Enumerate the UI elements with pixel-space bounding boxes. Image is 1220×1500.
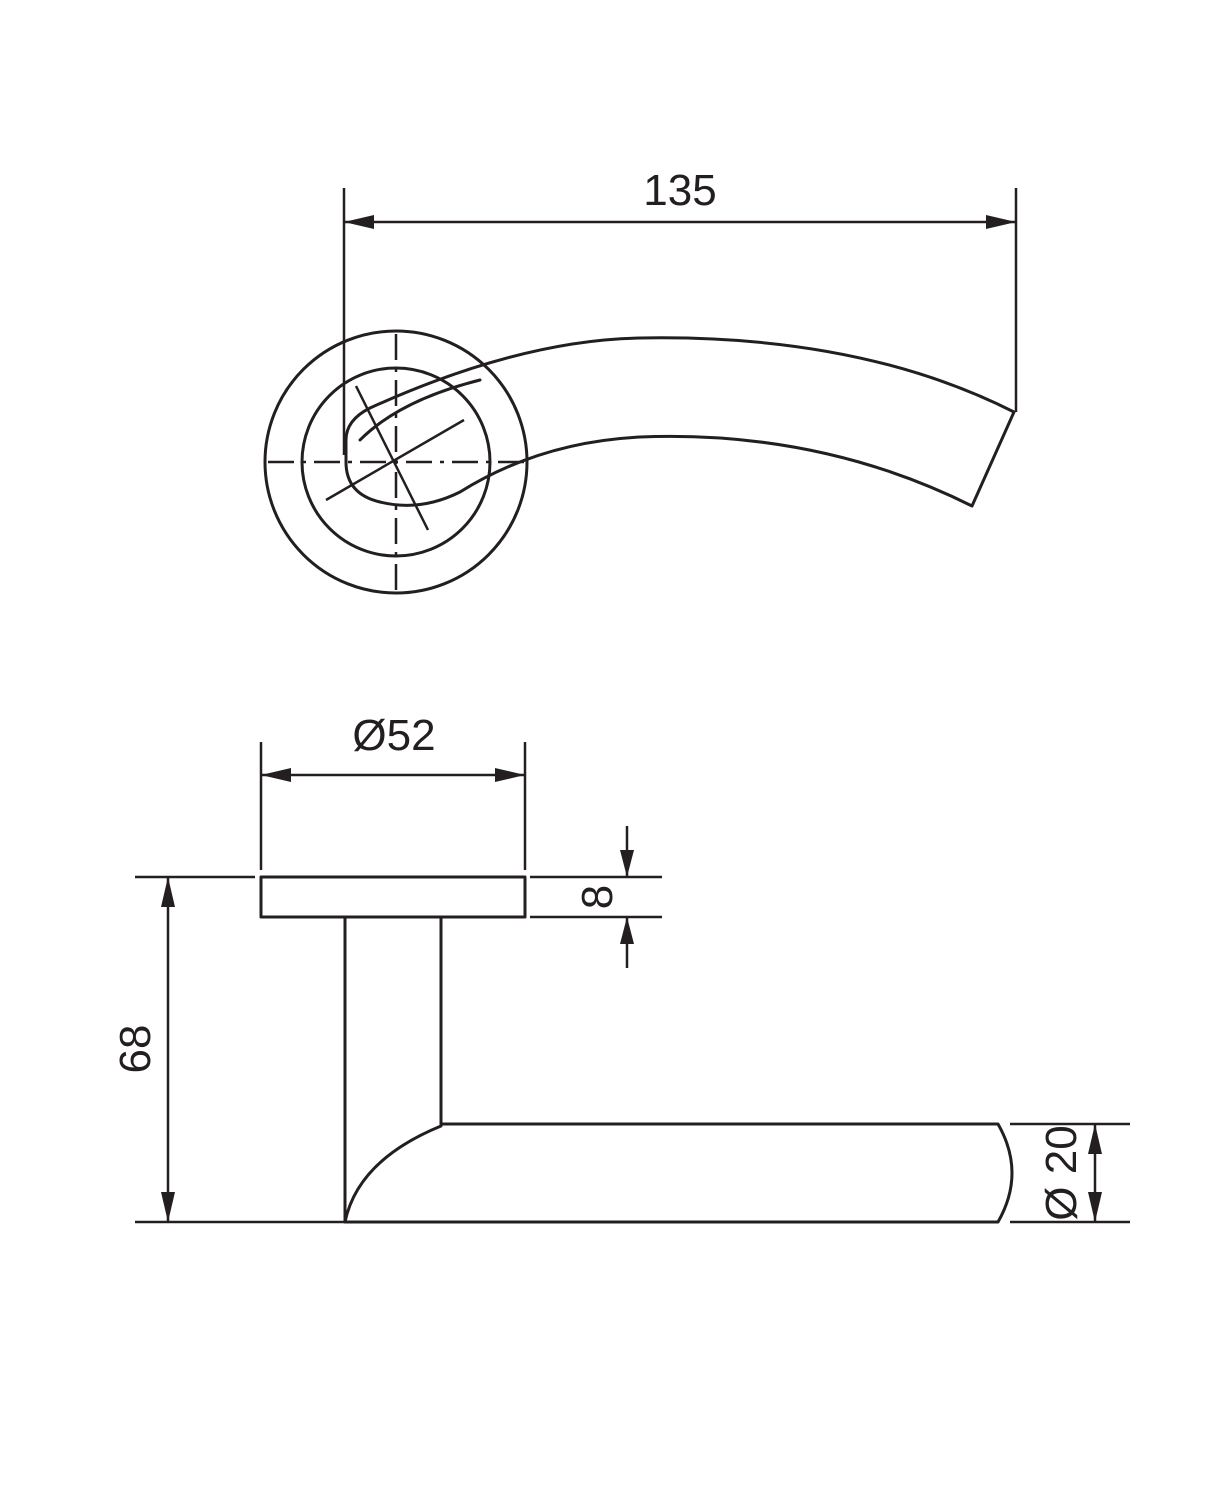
dim-52-arrow-left [261, 768, 291, 782]
rose-outer-circle [263, 329, 529, 595]
dim-135-arrow-left [344, 215, 374, 229]
dim-8-arrow-bottom [620, 917, 634, 944]
lever-side-outline [343, 1122, 1014, 1224]
side-view: Ø52 8 68 Ø 20 [111, 711, 1130, 1224]
dim-20-arrow-top [1088, 1124, 1102, 1154]
dim-52-arrow-right [495, 768, 525, 782]
dim-135-label: 135 [643, 166, 716, 215]
spindle-cross-line [325, 418, 465, 502]
dim-20-arrow-bottom [1088, 1192, 1102, 1222]
dim-52-label: Ø52 [352, 711, 435, 760]
dim-68-label: 68 [111, 1025, 160, 1074]
dim-8-arrow-top [620, 850, 634, 877]
dim-8-label: 8 [573, 885, 622, 909]
dim-68-arrow-top [161, 877, 175, 907]
lever-neck-curve [358, 378, 482, 442]
spindle-axis-line [354, 385, 430, 531]
dim-135-arrow-right [986, 215, 1016, 229]
lever-bend-curve [343, 1124, 443, 1224]
dim-20-label: Ø 20 [1037, 1125, 1086, 1220]
dim-68-arrow-bottom [161, 1192, 175, 1222]
rose-plate [259, 875, 527, 919]
lever-top-view-outline [344, 336, 1016, 508]
top-view: 135 [263, 166, 1018, 595]
